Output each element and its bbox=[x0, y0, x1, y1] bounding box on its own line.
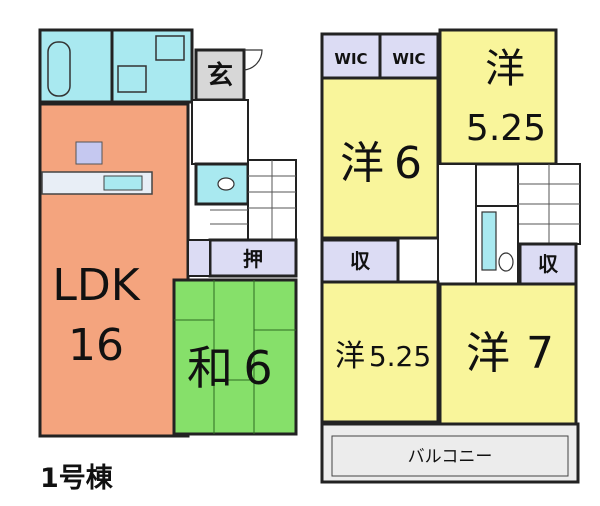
staircase-2f bbox=[517, 163, 581, 245]
building-label: 1号棟 bbox=[40, 463, 113, 494]
second-floor: WIC WIC 洋 5.25 洋 6 収 収 洋 5. bbox=[320, 28, 581, 484]
washitsu-size: 6 bbox=[243, 341, 272, 395]
youshitsu-d-room bbox=[438, 282, 578, 440]
youshitsu-c-size: 5.25 bbox=[369, 340, 431, 373]
hallway bbox=[191, 99, 249, 165]
entrance-door-swing bbox=[243, 49, 263, 71]
ldk-room bbox=[38, 102, 190, 438]
balcony-inner bbox=[331, 435, 569, 477]
small-closet bbox=[187, 239, 211, 277]
wic-right bbox=[378, 32, 440, 80]
washing-machine bbox=[155, 35, 185, 61]
youshitsu-c-name: 洋 bbox=[335, 339, 365, 374]
shuno-right bbox=[518, 242, 578, 286]
first-floor: 玄 LDK 16 押 bbox=[38, 28, 298, 438]
sink bbox=[103, 175, 143, 191]
washbasin-2f bbox=[481, 211, 497, 271]
youshitsu-b-size: 6 bbox=[394, 138, 422, 189]
balcony bbox=[320, 422, 580, 484]
youshitsu-b-name: 洋 bbox=[340, 138, 384, 189]
youshitsu-a-size: 5.25 bbox=[466, 108, 546, 149]
wic-right-label: WIC bbox=[392, 50, 425, 68]
ldk-name: LDK bbox=[52, 260, 140, 311]
youshitsu-a-room bbox=[438, 28, 558, 166]
youshitsu-c-room bbox=[320, 280, 440, 424]
shuno-right-label: 収 bbox=[538, 252, 559, 276]
oshiire bbox=[208, 238, 298, 278]
tatami-lines bbox=[174, 280, 296, 434]
washitsu-name: 和 bbox=[187, 341, 233, 395]
toilet-fixture bbox=[217, 177, 235, 191]
toilet-2f-fixture bbox=[498, 252, 514, 272]
youshitsu-a-name: 洋 bbox=[485, 46, 525, 92]
ldk-size: 16 bbox=[68, 320, 124, 371]
shuno-left-label: 収 bbox=[350, 249, 371, 273]
youshitsu-b-room bbox=[320, 76, 440, 240]
washitsu-room bbox=[172, 278, 298, 436]
bathtub bbox=[47, 41, 71, 97]
genkan-label: 玄 bbox=[207, 60, 233, 91]
wic-left-label: WIC bbox=[334, 50, 367, 68]
youshitsu-d-name: 洋 bbox=[466, 328, 510, 379]
dining-table bbox=[75, 141, 103, 165]
youshitsu-d-size: 7 bbox=[526, 328, 554, 379]
hallway-2f bbox=[437, 163, 477, 285]
oshiire-label: 押 bbox=[243, 247, 263, 271]
balcony-label: バルコニー bbox=[408, 447, 493, 467]
wash-basin bbox=[117, 65, 147, 93]
